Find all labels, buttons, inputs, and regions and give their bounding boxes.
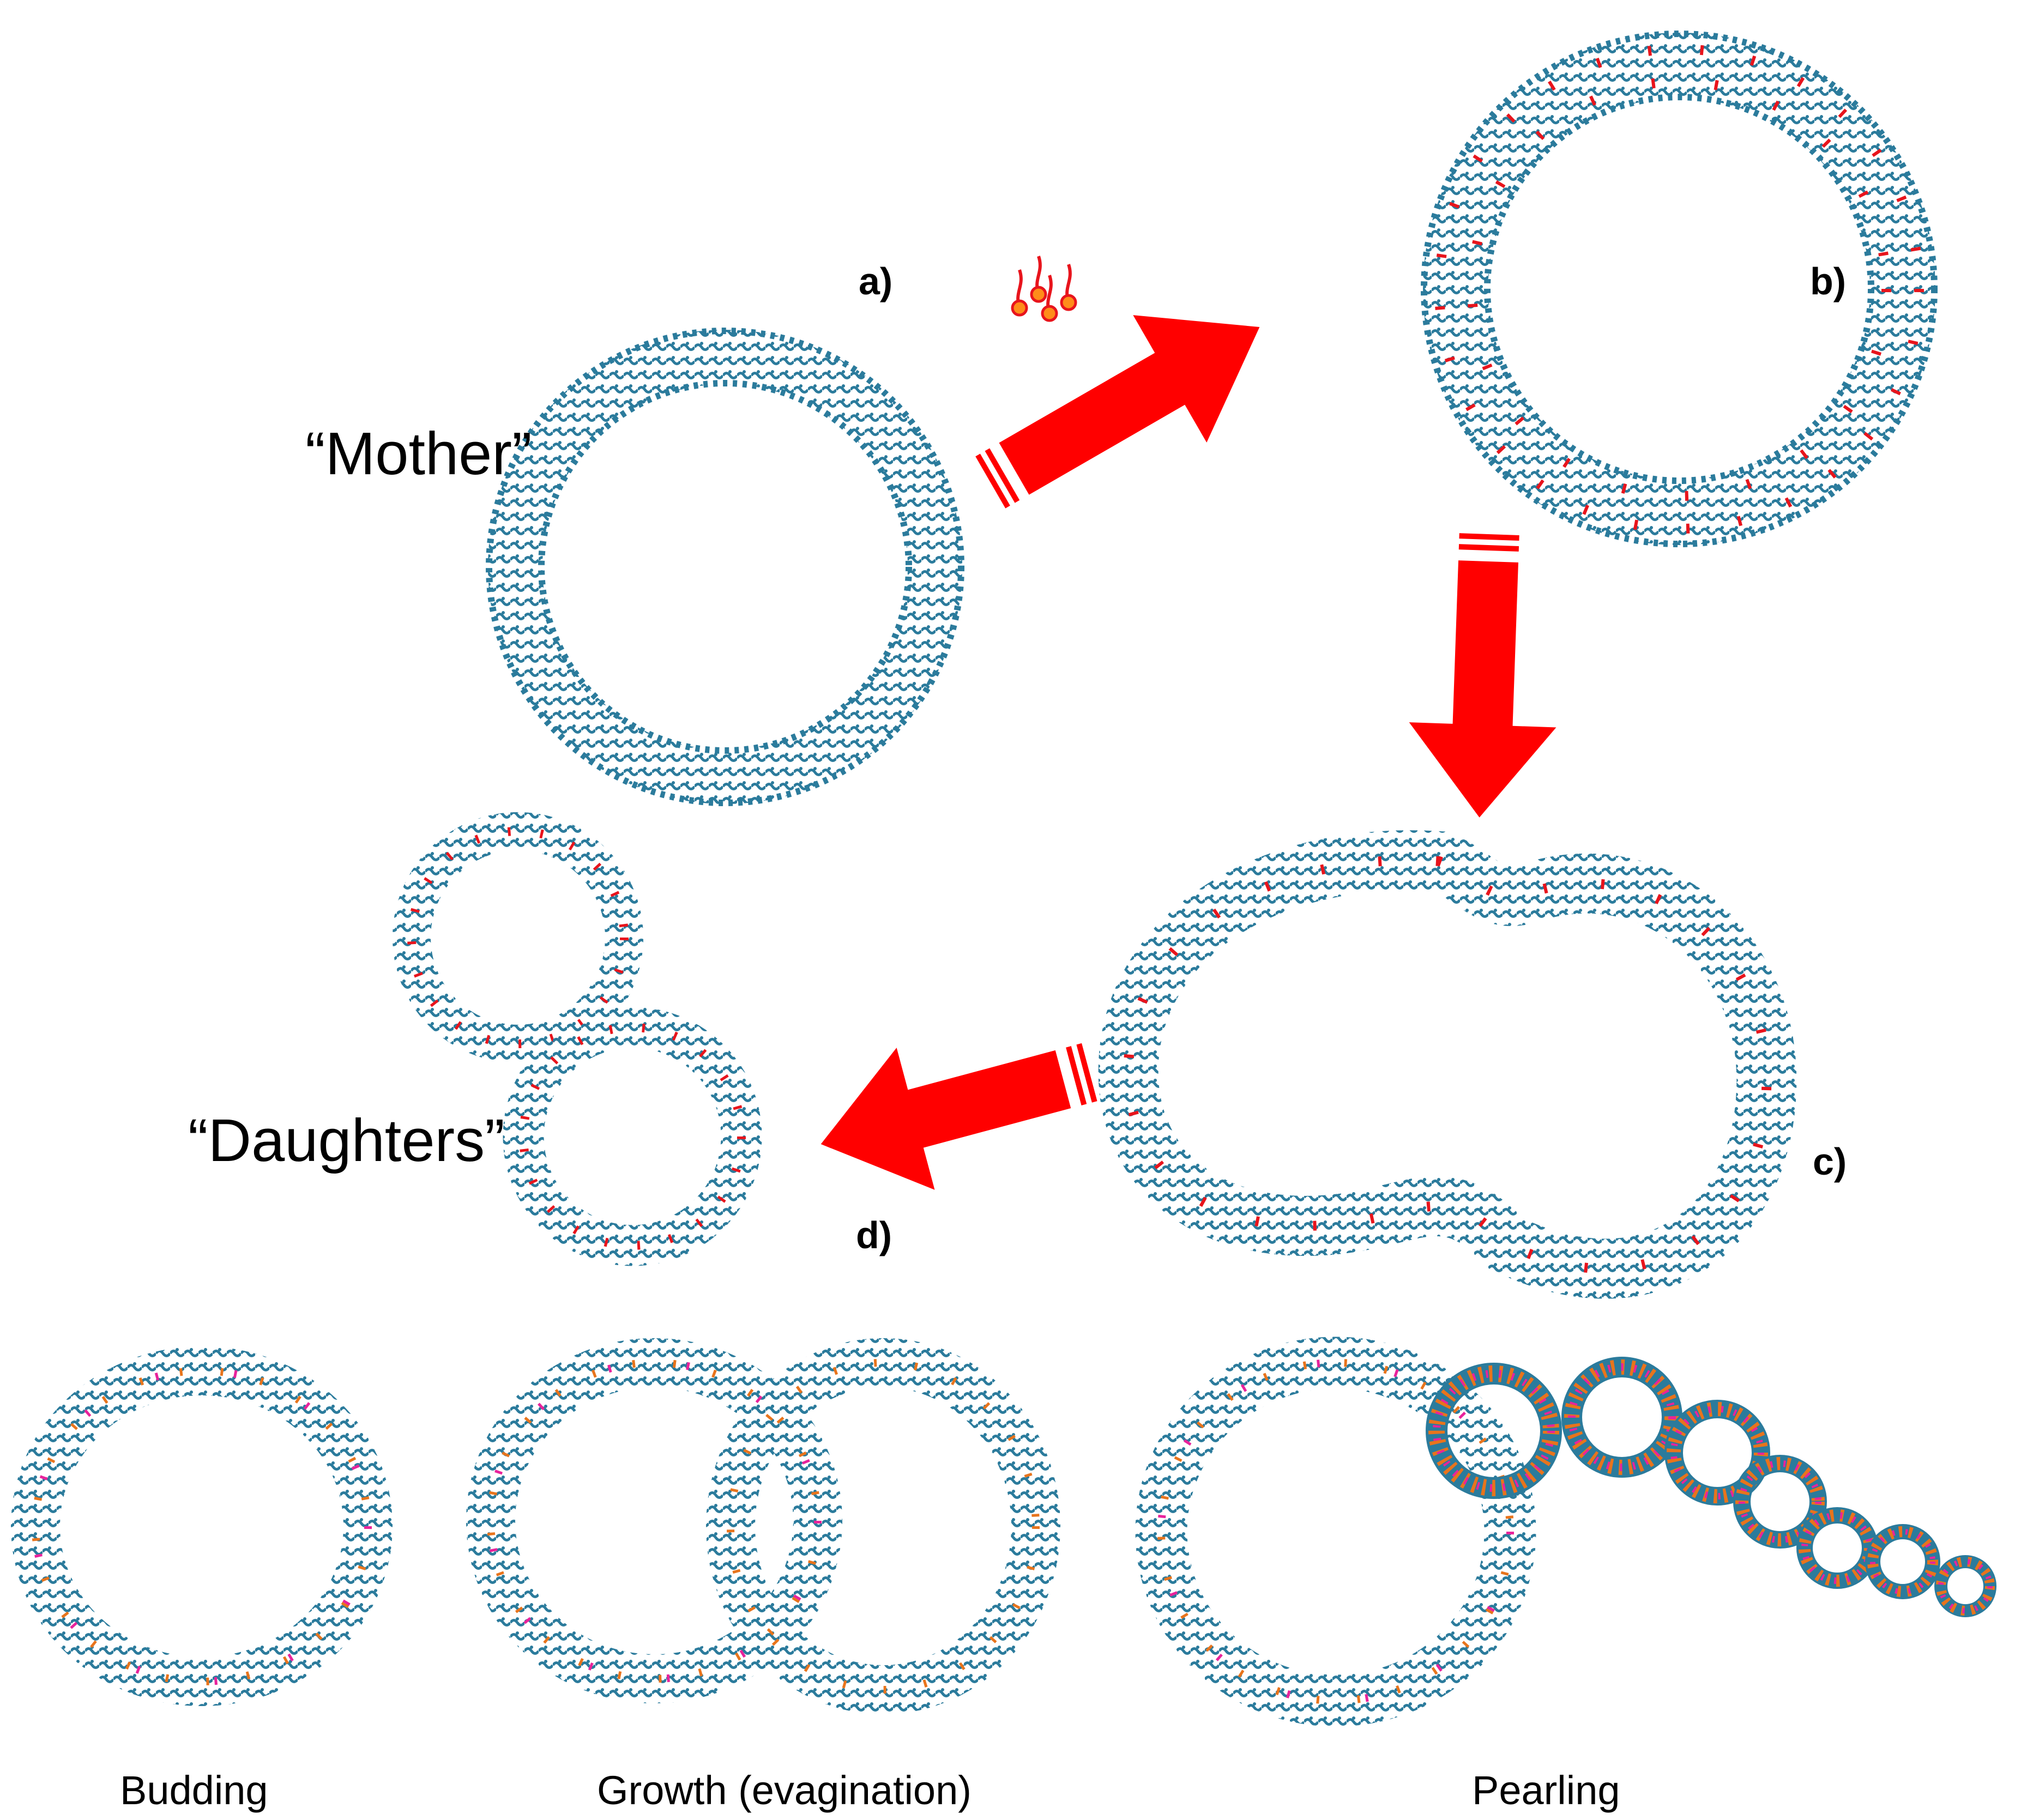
arrow-c-to-d (821, 1043, 1097, 1190)
vesicle-c-dividing (1098, 830, 1797, 1299)
caption-pearling: Pearling (1472, 1768, 1620, 1813)
label-step-b: b) (1810, 260, 1846, 303)
vesicle-pearling (1135, 1337, 1536, 1727)
caption-growth: Growth (evagination) (597, 1768, 972, 1813)
label-step-a: a) (859, 260, 892, 303)
vesicle-b-grown (1421, 31, 1938, 547)
vesicle-daughter-upper (393, 812, 643, 1063)
vesicle-budding (11, 1346, 393, 1706)
vesicle-mother (486, 328, 964, 806)
arrow-b-to-c (1409, 533, 1557, 818)
added-lipid-molecules-icon (1011, 256, 1077, 322)
pearl-chain (1426, 1357, 1996, 1617)
label-daughters: “Daughters” (188, 1107, 505, 1174)
label-mother: “Mother” (305, 420, 532, 487)
vesicle-growth-evagination (466, 1338, 1060, 1714)
label-step-d: d) (856, 1214, 892, 1256)
label-step-c: c) (1813, 1140, 1847, 1183)
caption-budding: Budding (120, 1768, 268, 1813)
vesicle-daughter-lower (503, 1007, 762, 1266)
arrow-a-to-b (975, 315, 1260, 509)
